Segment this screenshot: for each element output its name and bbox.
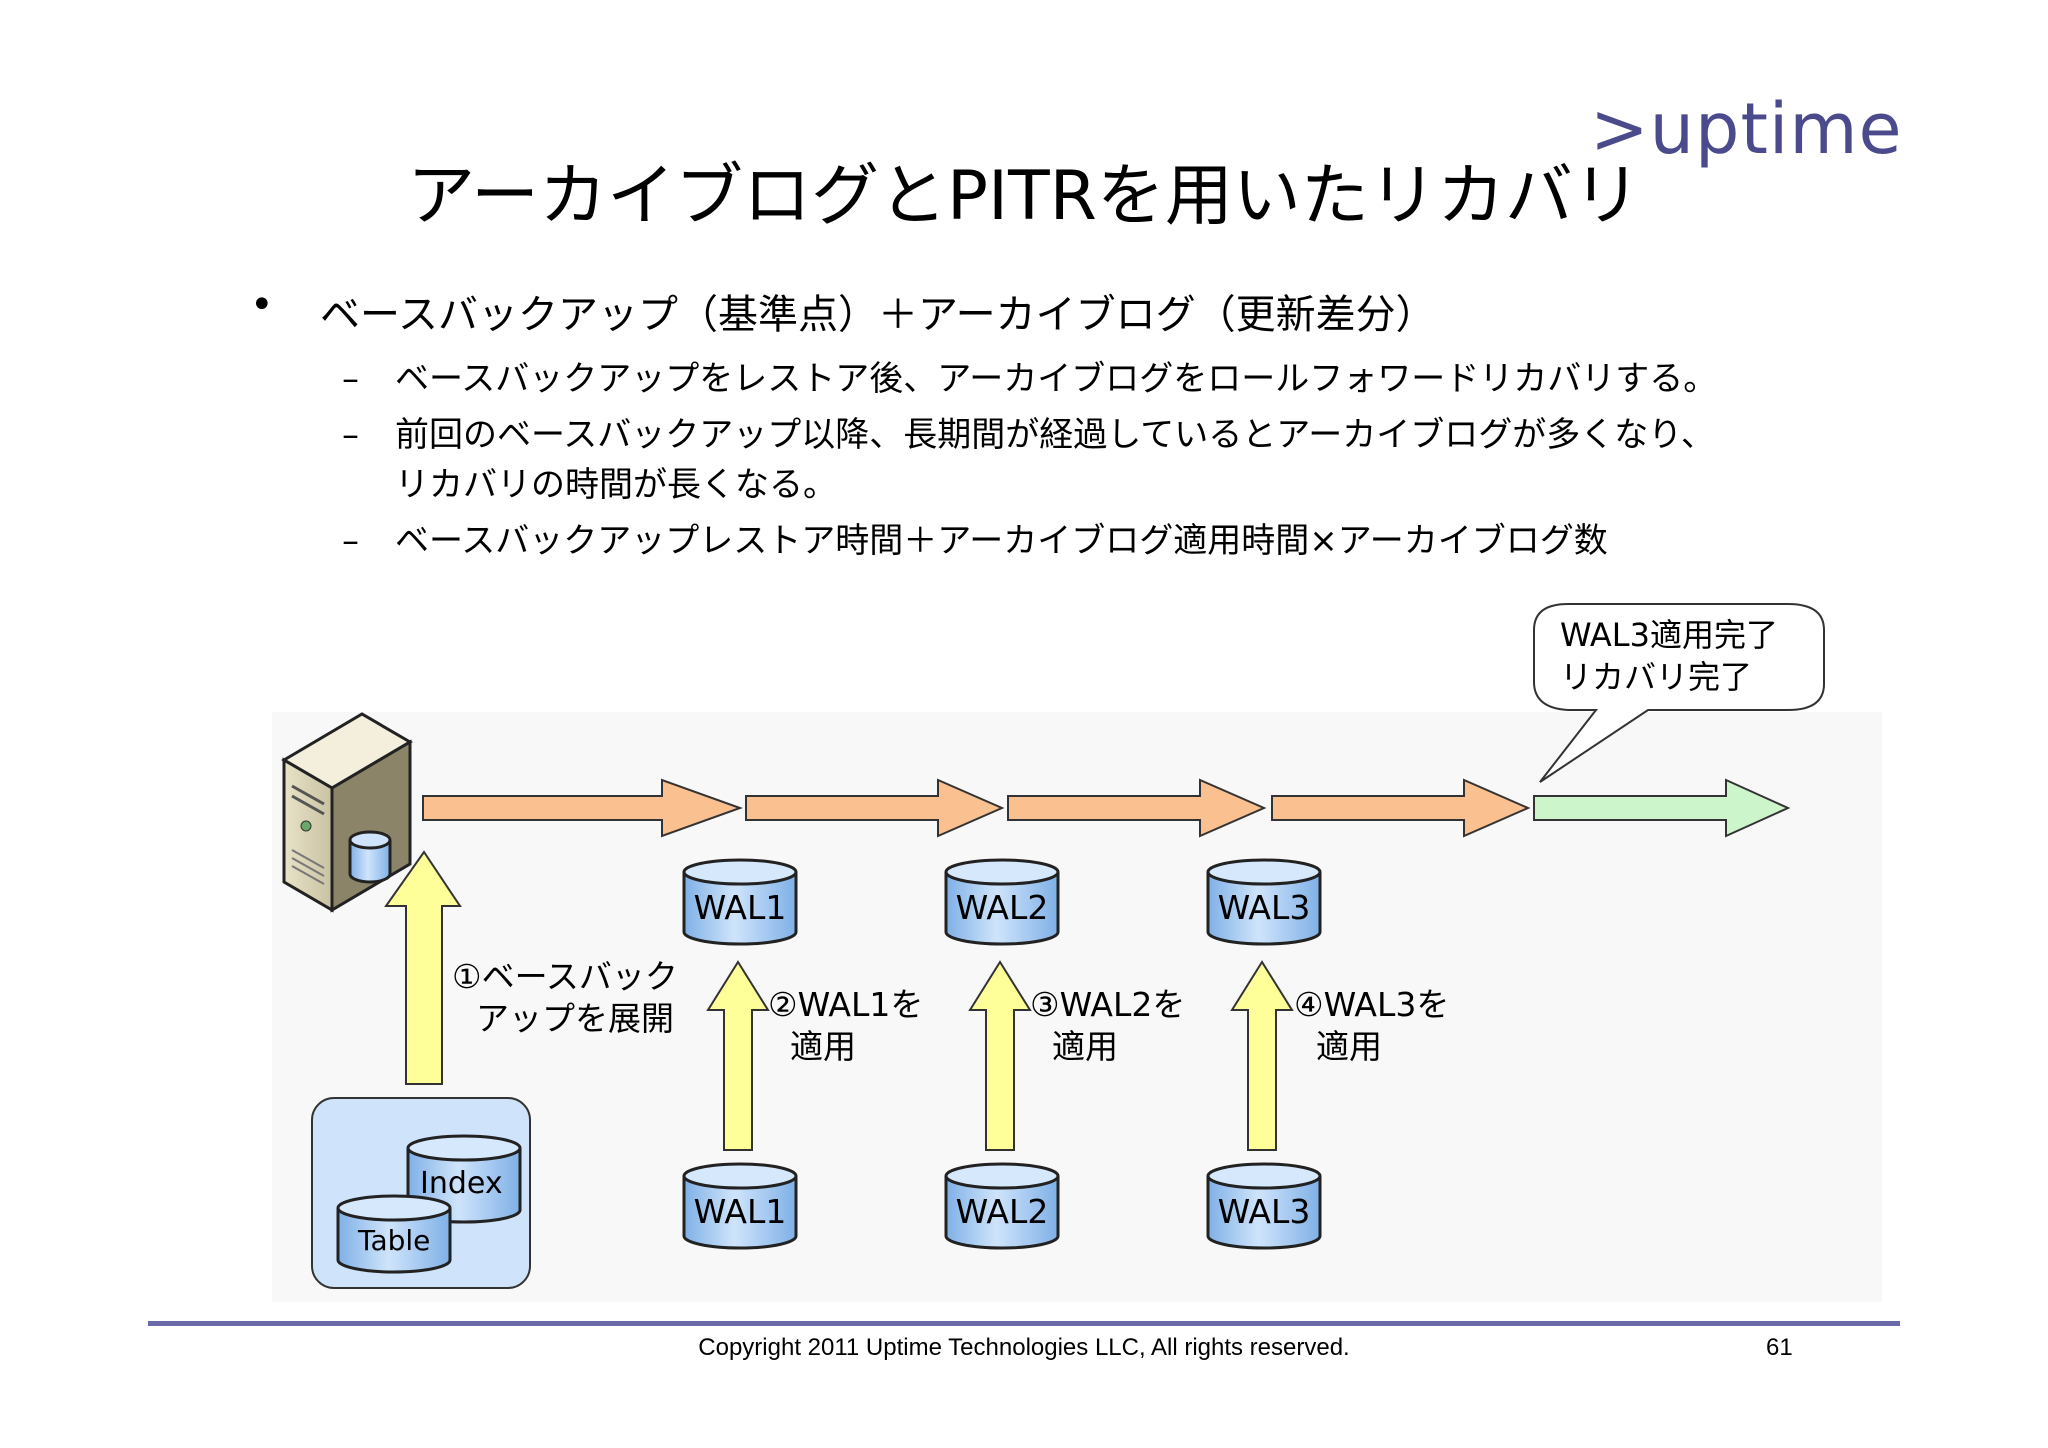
apply-arrow-wal3 bbox=[1230, 960, 1294, 1151]
footer-divider bbox=[148, 1321, 1900, 1326]
slide-title: アーカイブログとPITRを用いたリカバリ bbox=[407, 157, 1641, 236]
wal2-upper-label: WAL2 bbox=[955, 888, 1049, 927]
step1-line-1: ①ベースバック bbox=[452, 957, 678, 996]
uptime-logo: >uptime bbox=[1590, 88, 1903, 170]
restore-arrow bbox=[384, 850, 462, 1085]
apply-arrow-wal1 bbox=[706, 960, 770, 1151]
timeline-arrow-2 bbox=[745, 778, 1005, 838]
dash-marker: – bbox=[342, 521, 359, 561]
step4-line-1: ④WAL3を bbox=[1294, 985, 1450, 1024]
sub-bullet-3: – ベースバックアップレストア時間＋アーカイブログ適用時間×アーカイブログ数 bbox=[250, 516, 1850, 566]
wal1-upper-label: WAL1 bbox=[693, 888, 787, 927]
wal1-lower-cylinder bbox=[682, 1162, 798, 1250]
sub-bullet-1: – ベースバックアップをレストア後、アーカイブログをロールフォワードリカバリする… bbox=[250, 354, 1850, 404]
page-number: 61 bbox=[1766, 1334, 1793, 1361]
sub-bullet-3-text: ベースバックアップレストア時間＋アーカイブログ適用時間×アーカイブログ数 bbox=[395, 521, 1608, 561]
dash-marker: – bbox=[342, 359, 359, 399]
wal3-lower-label: WAL3 bbox=[1217, 1192, 1311, 1231]
wal2-lower-label: WAL2 bbox=[955, 1192, 1049, 1231]
sub-bullet-1-text: ベースバックアップをレストア後、アーカイブログをロールフォワードリカバリする。 bbox=[395, 359, 1718, 399]
bullet-main-text: ベースバックアップ（基準点）＋アーカイブログ（更新差分） bbox=[320, 292, 1436, 338]
wal3-lower-cylinder bbox=[1206, 1162, 1322, 1250]
timeline-arrow-final bbox=[1533, 778, 1791, 838]
timeline-arrow-1 bbox=[422, 778, 743, 838]
step2-label: ②WAL1を 適用 bbox=[768, 984, 923, 1068]
step3-line-2: 適用 bbox=[1052, 1027, 1118, 1066]
step1-line-2: アップを展開 bbox=[476, 999, 674, 1038]
wal1-upper-cylinder bbox=[682, 858, 798, 946]
step3-line-1: ③WAL2を bbox=[1030, 985, 1186, 1024]
bullet-list: • ベースバックアップ（基準点）＋アーカイブログ（更新差分） – ベースバックア… bbox=[250, 282, 1850, 572]
callout-line-1: WAL3適用完了 bbox=[1560, 616, 1778, 654]
callout-bubble bbox=[1533, 603, 1825, 783]
wal2-lower-cylinder bbox=[944, 1162, 1060, 1250]
step1-label: ①ベースバック アップを展開 bbox=[452, 956, 678, 1040]
step2-line-1: ②WAL1を bbox=[768, 985, 924, 1024]
apply-arrow-wal2 bbox=[968, 960, 1032, 1151]
storage-box bbox=[311, 1097, 531, 1289]
step3-label: ③WAL2を 適用 bbox=[1030, 984, 1185, 1068]
table-label: Table bbox=[358, 1224, 431, 1257]
bullet-dot: • bbox=[250, 282, 274, 328]
callout-text: WAL3適用完了 リカバリ完了 bbox=[1560, 614, 1778, 698]
wal3-upper-label: WAL3 bbox=[1217, 888, 1311, 927]
sub-bullet-2-text: 前回のベースバックアップ以降、長期間が経過しているとアーカイブログが多くなり、リ… bbox=[395, 415, 1715, 505]
wal2-upper-cylinder bbox=[944, 858, 1060, 946]
timeline-arrow-3 bbox=[1007, 778, 1267, 838]
copyright-text: Copyright 2011 Uptime Technologies LLC, … bbox=[698, 1334, 1350, 1361]
wal3-upper-cylinder bbox=[1206, 858, 1322, 946]
callout-line-2: リカバリ完了 bbox=[1560, 658, 1753, 696]
bullet-main: • ベースバックアップ（基準点）＋アーカイブログ（更新差分） bbox=[250, 282, 1850, 340]
index-label: Index bbox=[420, 1166, 503, 1201]
step4-line-2: 適用 bbox=[1316, 1027, 1382, 1066]
timeline-arrow-4 bbox=[1271, 778, 1531, 838]
server-icon bbox=[281, 712, 413, 913]
wal1-lower-label: WAL1 bbox=[693, 1192, 787, 1231]
step4-label: ④WAL3を 適用 bbox=[1294, 984, 1449, 1068]
sub-bullet-2: – 前回のベースバックアップ以降、長期間が経過しているとアーカイブログが多くなり… bbox=[250, 410, 1725, 510]
dash-marker: – bbox=[342, 415, 359, 455]
step2-line-2: 適用 bbox=[790, 1027, 856, 1066]
